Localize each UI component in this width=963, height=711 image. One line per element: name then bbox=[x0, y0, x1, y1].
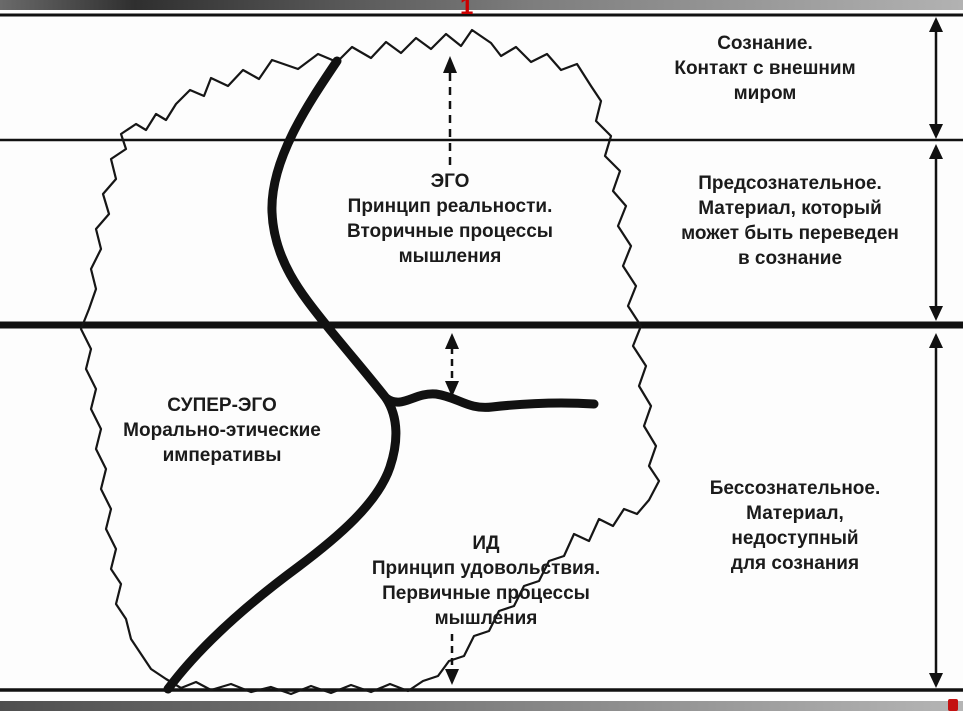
arrowhead-down-icon bbox=[445, 669, 459, 685]
preconscious-span-arrow bbox=[929, 144, 943, 321]
arrowhead-down-icon bbox=[929, 673, 943, 688]
id-body: Принцип удовольствия. Первичные процессы… bbox=[371, 558, 601, 629]
id-to-unconscious-arrow bbox=[445, 634, 459, 685]
arrowhead-up-icon bbox=[445, 333, 459, 349]
arrowhead-down-icon bbox=[929, 124, 943, 139]
unconscious-span-arrow bbox=[929, 333, 943, 688]
ego-body: Принцип реальности. Вторичные процессы м… bbox=[346, 196, 554, 267]
arrowhead-up-icon bbox=[929, 333, 943, 348]
ego-title: ЭГО bbox=[430, 171, 470, 192]
ego-id-exchange-arrow bbox=[445, 333, 459, 397]
preconscious-body: Материал, который может быть переведен в… bbox=[681, 198, 899, 269]
psyche-outline bbox=[79, 28, 661, 696]
id-title: ИД bbox=[472, 533, 500, 554]
unconscious-label: Бессознательное. Материал, недоступный д… bbox=[650, 476, 940, 576]
top-frame-bar bbox=[0, 0, 963, 10]
page-number: 1 bbox=[460, 0, 474, 20]
arrowhead-up-icon bbox=[443, 56, 457, 73]
conscious-title: Сознание. bbox=[717, 33, 813, 54]
conscious-body: Контакт с внешним миром bbox=[674, 58, 856, 104]
conscious-span-arrow bbox=[929, 17, 943, 139]
arrowhead-up-icon bbox=[929, 144, 943, 159]
id-label: ИД Принцип удовольствия. Первичные проце… bbox=[330, 531, 642, 631]
preconscious-title: Предсознательное. bbox=[698, 173, 882, 194]
ego-label: ЭГО Принцип реальности. Вторичные процес… bbox=[300, 169, 600, 269]
preconscious-label: Предсознательное. Материал, который може… bbox=[628, 171, 952, 271]
ego-id-divider-curve bbox=[381, 389, 599, 412]
bottom-frame-bar bbox=[0, 701, 963, 711]
arrowhead-down-icon bbox=[445, 381, 459, 397]
arrowhead-up-icon bbox=[929, 17, 943, 32]
superego-label: СУПЕР-ЭГО Морально-этические императивы bbox=[72, 393, 372, 468]
unconscious-title: Бессознательное. bbox=[709, 478, 881, 499]
arrowhead-down-icon bbox=[929, 306, 943, 321]
conscious-label: Сознание. Контакт с внешним миром bbox=[615, 31, 915, 106]
superego-body: Морально-этические императивы bbox=[123, 420, 321, 466]
superego-title: СУПЕР-ЭГО bbox=[167, 395, 277, 416]
ego-to-conscious-arrow bbox=[443, 56, 457, 165]
red-corner-mark bbox=[948, 699, 958, 711]
unconscious-body: Материал, недоступный для сознания bbox=[730, 503, 860, 574]
